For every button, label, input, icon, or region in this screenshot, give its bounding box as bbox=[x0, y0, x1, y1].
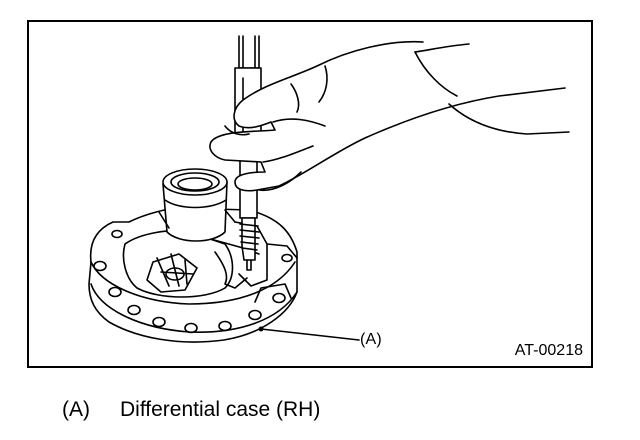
bolt-holes bbox=[93, 229, 293, 334]
top-boss bbox=[158, 168, 236, 242]
figure-frame: (A) AT-00218 bbox=[27, 20, 593, 368]
callout-label-a: (A) bbox=[360, 331, 382, 348]
legend: (A) Differential case (RH) bbox=[62, 398, 320, 422]
callout-leader-dot bbox=[258, 326, 264, 332]
legend-text: Differential case (RH) bbox=[120, 398, 321, 421]
hand bbox=[209, 40, 570, 192]
legend-key: (A) bbox=[62, 398, 90, 421]
figure-code: AT-00218 bbox=[514, 342, 583, 359]
differential-case-illustration bbox=[88, 35, 570, 343]
callout-leader-line bbox=[260, 328, 360, 341]
